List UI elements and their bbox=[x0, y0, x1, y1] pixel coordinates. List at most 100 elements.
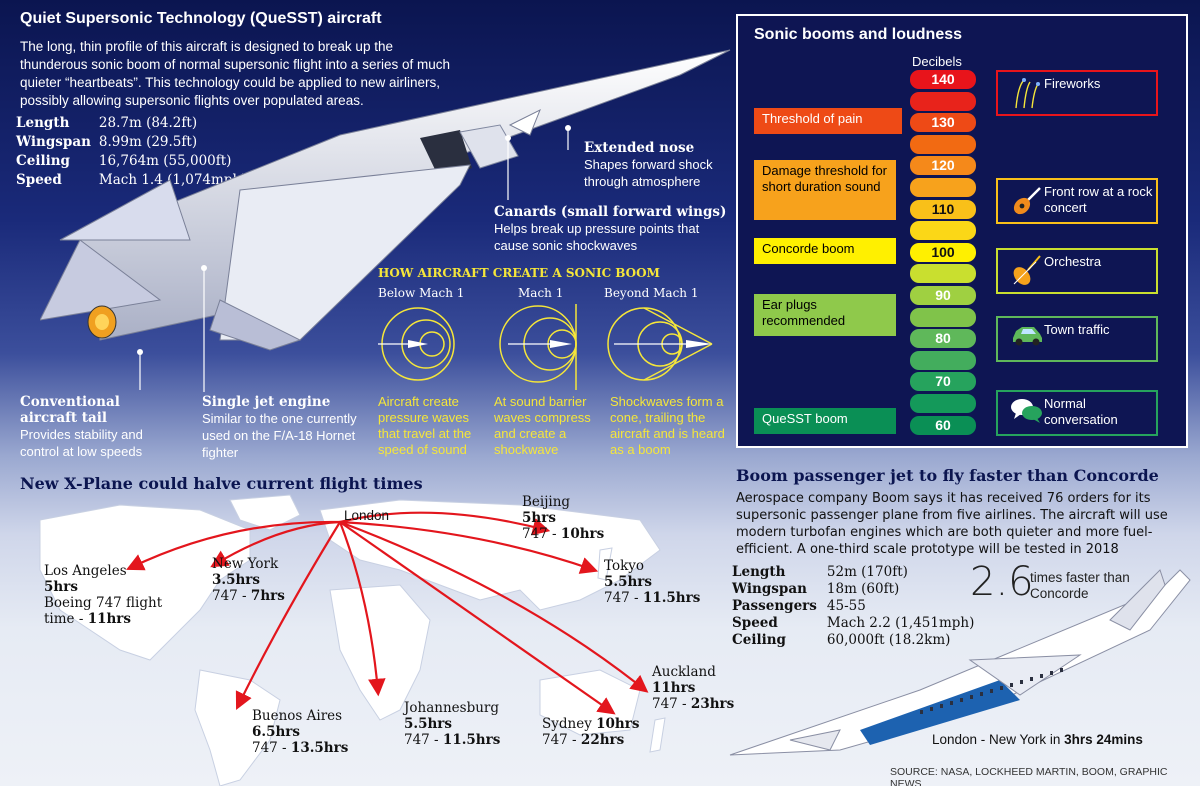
city-new-york: New York 3.5hrs 747 - 7hrs bbox=[212, 556, 332, 604]
current-time: 11.5hrs bbox=[642, 590, 701, 606]
sonic-boom-diagram bbox=[378, 304, 713, 390]
sound-example: Orchestra bbox=[996, 248, 1158, 294]
plane-icon bbox=[408, 340, 428, 348]
spec-row: Wingspan 18m (60ft) bbox=[732, 581, 984, 598]
boom-jet-title: Boom passenger jet to fly faster than Co… bbox=[736, 466, 1159, 485]
city-name: Buenos Aires bbox=[252, 708, 343, 724]
route-prefix: London - New York in bbox=[932, 732, 1061, 747]
city-name: Los Angeles bbox=[44, 563, 127, 579]
sound-example-label: Fireworks bbox=[1044, 76, 1101, 91]
sound-example: Town traffic bbox=[996, 316, 1158, 362]
boom-how-title: HOW AIRCRAFT CREATE A SONIC BOOM bbox=[378, 266, 660, 280]
sound-example-label: Orchestra bbox=[1044, 254, 1102, 269]
current-time: 23hrs bbox=[690, 696, 735, 712]
xplane-time: 3.5hrs bbox=[212, 572, 261, 588]
callout-extended-nose: Extended nose Shapes forward shock throu… bbox=[584, 140, 744, 190]
spec-label: Ceiling bbox=[732, 632, 786, 648]
current-prefix: 747 - bbox=[252, 740, 287, 756]
route-duration: 3hrs 24mins bbox=[1064, 732, 1143, 747]
decibel-step bbox=[910, 221, 976, 241]
sound-example-label: Normal conversation bbox=[1044, 396, 1118, 427]
panel-label-beyond-mach1: Beyond Mach 1 bbox=[604, 286, 699, 300]
city-name: Sydney bbox=[542, 716, 592, 732]
quesst-title: Quiet Supersonic Technology (QueSST) air… bbox=[20, 10, 382, 27]
threshold-label: Concorde boom bbox=[754, 238, 896, 264]
current-time: 13.5hrs bbox=[290, 740, 349, 756]
quesst-intro: The long, thin profile of this aircraft … bbox=[20, 39, 450, 108]
callout-canards: Canards (small forward wings) Helps brea… bbox=[494, 204, 734, 254]
spec-label: Length bbox=[732, 564, 786, 580]
panel-text-mach1: At sound barrier waves compress and crea… bbox=[494, 394, 591, 457]
callout-engine-title: Single jet engine bbox=[202, 394, 331, 410]
speed-factor-text: times faster than Concorde bbox=[1030, 570, 1130, 601]
city-los-angeles: Los Angeles 5hrs Boeing 747 flight time … bbox=[44, 563, 174, 627]
decibel-level-70: 70 bbox=[910, 372, 976, 392]
spec-value: 8.99m (29.5ft) bbox=[98, 134, 198, 150]
callout-engine: Single jet engine Similar to the one cur… bbox=[202, 394, 362, 461]
spec-row: Wingspan 8.99m (29.5ft) bbox=[16, 133, 254, 152]
callout-tail-title: Conventional aircraft tail bbox=[20, 394, 120, 426]
spec-label: Speed bbox=[16, 172, 62, 188]
decibel-step bbox=[910, 264, 976, 284]
spec-value: Mach 2.2 (1,451mph) bbox=[826, 615, 975, 631]
city-buenos-aires: Buenos Aires 6.5hrs 747 - 13.5hrs bbox=[252, 708, 372, 756]
spec-label: Length bbox=[16, 115, 70, 131]
boom-jet-illustration bbox=[729, 569, 1191, 756]
spec-value: Mach 1.4 (1,074mph) bbox=[98, 172, 247, 188]
current-prefix: 747 - bbox=[522, 526, 557, 542]
decibel-step bbox=[910, 350, 976, 370]
route-tokyo bbox=[339, 520, 599, 574]
boom-jet-text: Aerospace company Boom says it has recei… bbox=[736, 491, 1168, 557]
decibel-level-90: 90 bbox=[910, 286, 976, 305]
current-time: 10hrs bbox=[560, 526, 605, 542]
city-auckland: Auckland 11hrs 747 - 23hrs bbox=[652, 664, 738, 712]
spec-value: 18m (60ft) bbox=[826, 581, 900, 597]
city-beijing: Beijing 5hrs 747 - 10hrs bbox=[522, 494, 642, 542]
panel-label-below-mach1: Below Mach 1 bbox=[378, 286, 465, 300]
spec-label: Ceiling bbox=[16, 153, 70, 169]
city-name: Auckland bbox=[652, 664, 716, 680]
plane-icon bbox=[550, 340, 572, 348]
sonic-title: Sonic booms and loudness bbox=[754, 26, 963, 43]
spec-value: 45-55 bbox=[826, 598, 866, 614]
source-credit: SOURCE: NASA, LOCKHEED MARTIN, BOOM, GRA… bbox=[890, 766, 1168, 786]
city-sydney: Sydney 10hrs 747 - 22hrs bbox=[542, 716, 662, 748]
panel-text-beyond-mach1: Shockwaves form a cone, trailing the air… bbox=[610, 394, 725, 457]
decibel-level-140: 140 bbox=[910, 70, 976, 89]
current-prefix: 747 - bbox=[212, 588, 247, 604]
route-auckland bbox=[339, 520, 649, 693]
sound-example: Normal conversation bbox=[996, 390, 1158, 436]
current-prefix: 747 - bbox=[652, 696, 687, 712]
xplane-time: 6.5hrs bbox=[252, 724, 301, 740]
route-time: London - New York in 3hrs 24mins bbox=[932, 732, 1143, 747]
decibel-step bbox=[910, 394, 976, 413]
spec-label: Passengers bbox=[732, 598, 817, 614]
callout-tail-text: Provides stability and control at low sp… bbox=[20, 427, 143, 459]
route-sydney bbox=[339, 521, 616, 715]
plane-icon bbox=[686, 340, 712, 348]
route-johannesburg bbox=[338, 521, 386, 697]
sound-example-label: Town traffic bbox=[1044, 322, 1110, 337]
decibel-level-110: 110 bbox=[910, 199, 976, 219]
world-map bbox=[39, 494, 666, 786]
route-buenos-aires bbox=[235, 521, 341, 710]
spec-label: Wingspan bbox=[16, 134, 91, 150]
decibel-level-120: 120 bbox=[910, 156, 976, 176]
spec-label: Wingspan bbox=[732, 581, 807, 597]
spec-row: Speed Mach 1.4 (1,074mph) bbox=[16, 171, 254, 190]
city-name: New York bbox=[212, 556, 279, 572]
city-london: London bbox=[344, 508, 390, 523]
city-name: Beijing bbox=[522, 494, 571, 510]
callout-canards-text: Helps break up pressure points that caus… bbox=[494, 221, 700, 253]
decibel-step bbox=[910, 134, 976, 154]
sound-example-label: Front row at a rock concert bbox=[1044, 184, 1153, 215]
decibel-level-130: 130 bbox=[910, 113, 976, 133]
xplane-time: 5hrs bbox=[522, 510, 556, 526]
